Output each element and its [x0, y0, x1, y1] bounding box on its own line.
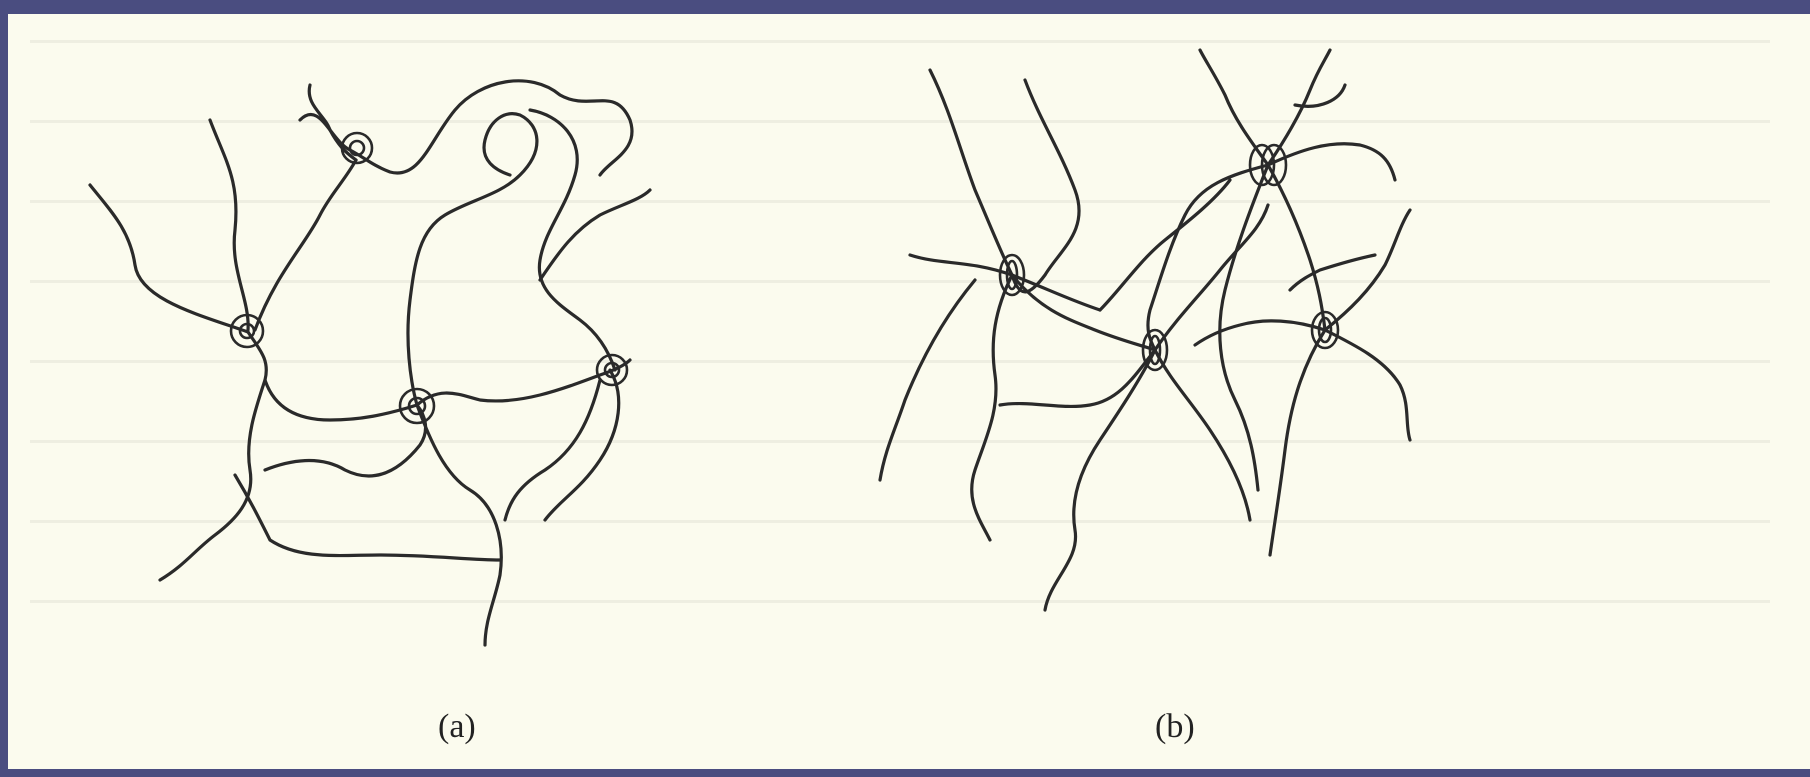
- chain-b-9: [1155, 205, 1268, 350]
- chain-b-15: [1325, 210, 1410, 330]
- chain-b-21: [1100, 180, 1230, 310]
- chain-b-16: [1325, 330, 1410, 440]
- chain-a-3: [255, 160, 356, 330]
- chain-a-4: [210, 120, 248, 330]
- chain-b-13: [1268, 165, 1325, 330]
- chain-a-6: [160, 332, 266, 580]
- chain-b-23: [1290, 255, 1375, 290]
- chain-a-12: [545, 370, 619, 520]
- chain-a-15: [235, 475, 500, 560]
- chain-b-8: [1155, 350, 1250, 520]
- chain-b-1: [930, 70, 1012, 275]
- chain-b-4: [880, 280, 975, 480]
- chain-b-5: [972, 275, 1012, 540]
- panel-b-caption: (b): [1155, 708, 1195, 746]
- chain-b-2: [1012, 80, 1079, 292]
- chain-b-18: [1195, 321, 1325, 345]
- panel-b-network: [880, 50, 1410, 610]
- chain-a-5: [90, 185, 248, 332]
- bleed-through-texture: [30, 40, 1770, 603]
- chain-b-22: [1295, 85, 1345, 106]
- chain-a-11: [530, 110, 615, 370]
- chain-b-7: [1045, 350, 1155, 610]
- chain-b-20: [1000, 350, 1155, 406]
- chain-a-16: [505, 380, 600, 520]
- panel-a-caption: (a): [438, 708, 476, 746]
- chain-a-13: [540, 190, 650, 280]
- chain-a-7: [265, 380, 417, 420]
